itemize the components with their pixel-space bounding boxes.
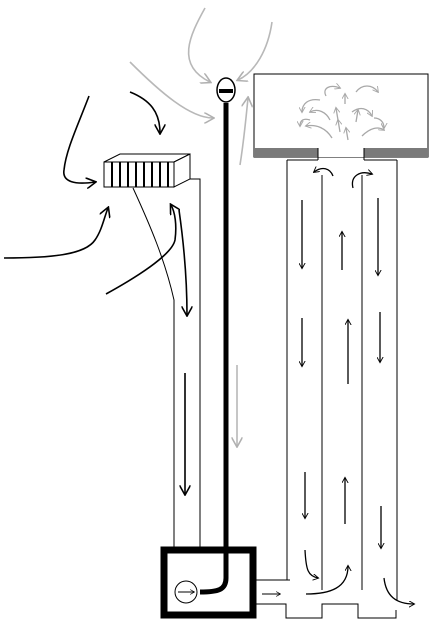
floor-band-left — [254, 148, 318, 157]
chamber-air-arrows — [300, 86, 384, 141]
bottom-connector — [256, 579, 397, 619]
floor-band-right — [364, 148, 428, 157]
radiator-block — [103, 153, 191, 188]
upper-chamber — [253, 73, 429, 160]
intake-air-arrows — [129, 7, 273, 446]
supply-tube — [199, 103, 229, 595]
fan-box — [160, 546, 257, 619]
tower-flow-arrows — [302, 169, 414, 604]
right-tower — [286, 159, 398, 600]
nozzle-head — [216, 77, 236, 103]
ambient-air-arrows — [3, 91, 187, 494]
left-duct — [132, 178, 201, 548]
